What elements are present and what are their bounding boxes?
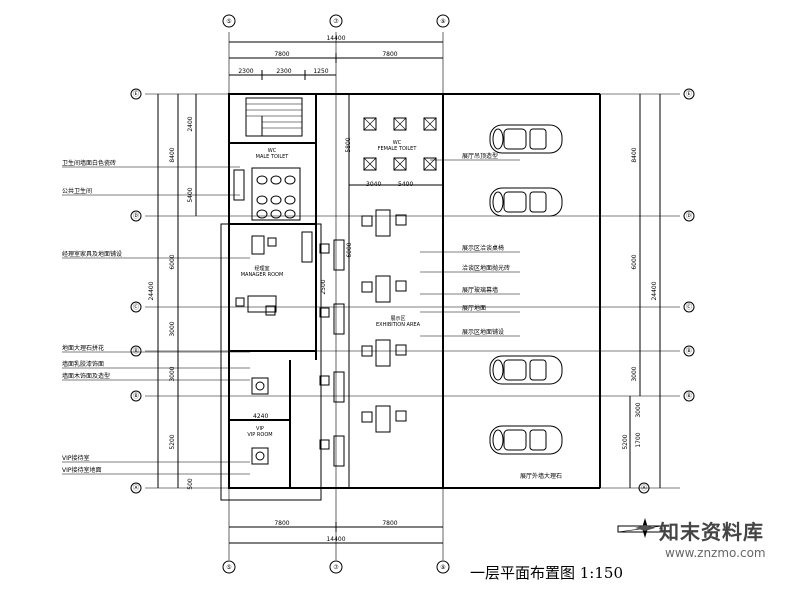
svg-text:VIP接待室地面: VIP接待室地面	[62, 466, 102, 474]
stairs	[245, 97, 303, 137]
svg-text:14400: 14400	[326, 35, 345, 42]
svg-text:2400: 2400	[187, 116, 194, 131]
svg-text:24400: 24400	[148, 281, 155, 300]
svg-text:7800: 7800	[382, 520, 397, 527]
svg-text:5400: 5400	[398, 181, 413, 188]
svg-text:展示区洽谈桌椅: 展示区洽谈桌椅	[462, 244, 504, 252]
svg-text:经理室家具及地面铺设: 经理室家具及地面铺设	[62, 250, 122, 258]
svg-text:14400: 14400	[326, 536, 345, 543]
svg-text:6000: 6000	[346, 242, 353, 257]
svg-text:展厅地面: 展厅地面	[462, 304, 486, 312]
svg-text:Ⓓ: Ⓓ	[133, 212, 139, 220]
watermark-url: www.znzmo.com	[665, 546, 766, 560]
dimensions-inner: 5800 3040 5400 2500 6000 4240	[253, 137, 413, 420]
room-male-wc: WC	[268, 148, 277, 154]
svg-text:Ⓑ: Ⓑ	[133, 347, 139, 355]
furniture	[235, 209, 407, 467]
room-female-wc: WC	[393, 140, 402, 146]
watermark: 知末资料库 www.znzmo.com	[635, 512, 795, 594]
svg-text:7800: 7800	[382, 51, 397, 58]
dimensions-bottom: 7800 7800 14400	[229, 520, 443, 544]
svg-text:3000: 3000	[631, 366, 638, 381]
svg-text:展示区地面铺设: 展示区地面铺设	[462, 328, 504, 336]
room-vip: VIP	[256, 426, 264, 432]
room-manager: 经理室	[254, 265, 269, 272]
svg-text:Ⓑ: Ⓑ	[686, 392, 692, 400]
svg-text:展厅玻璃幕墙: 展厅玻璃幕墙	[462, 286, 498, 294]
notes-left: 卫生间墙面白色瓷砖 公共卫生间 经理室家具及地面铺设 地面大理石拼花 墙面乳胶漆…	[62, 159, 250, 475]
svg-text:3000: 3000	[169, 321, 176, 336]
toilet-fixtures	[233, 167, 301, 221]
svg-text:8400: 8400	[169, 147, 176, 162]
svg-text:墙面乳胶漆饰面: 墙面乳胶漆饰面	[62, 360, 104, 368]
svg-text:1250: 1250	[313, 68, 328, 75]
svg-text:6000: 6000	[169, 254, 176, 269]
svg-text:2300: 2300	[238, 68, 253, 75]
svg-text:Ⓒ: Ⓒ	[686, 303, 692, 311]
svg-text:MALE TOILET: MALE TOILET	[256, 154, 290, 160]
svg-text:500: 500	[187, 478, 194, 490]
svg-text:EXHIBITION AREA: EXHIBITION AREA	[376, 322, 421, 328]
svg-text:Ⓑ: Ⓑ	[133, 392, 139, 400]
svg-text:Ⓔ: Ⓔ	[133, 90, 139, 98]
axis-col-5-top: ⑤	[226, 18, 231, 25]
svg-text:8400: 8400	[631, 147, 638, 162]
svg-text:Ⓓ: Ⓓ	[686, 212, 692, 220]
svg-text:地面大理石拼花: 地面大理石拼花	[62, 344, 104, 352]
svg-text:洽谈区地面抛光砖: 洽谈区地面抛光砖	[462, 264, 510, 272]
cars	[489, 124, 563, 455]
svg-text:展厅吊顶造型: 展厅吊顶造型	[462, 152, 498, 160]
svg-text:Ⓐ: Ⓐ	[641, 484, 647, 492]
svg-text:MANAGER ROOM: MANAGER ROOM	[241, 272, 284, 278]
svg-text:5200: 5200	[622, 434, 629, 449]
axis-col-5-bottom: ⑤	[226, 564, 231, 571]
dimensions-right: 24400 8400 6000 3000 5200 3000 1700	[622, 94, 661, 488]
svg-text:5800: 5800	[345, 137, 352, 152]
svg-text:24400: 24400	[651, 281, 658, 300]
svg-text:3040: 3040	[366, 181, 381, 188]
notes-right: 展厅吊顶造型 展示区洽谈桌椅 洽谈区地面抛光砖 展厅玻璃幕墙 展厅地面 展示区地…	[420, 152, 562, 480]
svg-text:墙面木饰面及造型: 墙面木饰面及造型	[62, 372, 110, 380]
svg-text:VIP ROOM: VIP ROOM	[247, 432, 272, 438]
building-walls	[220, 93, 601, 501]
svg-text:卫生间墙面白色瓷砖: 卫生间墙面白色瓷砖	[62, 159, 116, 167]
svg-text:7800: 7800	[274, 51, 289, 58]
axis-bubbles-top: ⑤ ⑦ ⑨	[222, 14, 450, 28]
room-exhibition: 展示区	[390, 316, 405, 322]
svg-text:3000: 3000	[169, 366, 176, 381]
svg-text:VIP接待室: VIP接待室	[62, 454, 90, 462]
axis-col-7-bottom: ⑦	[333, 564, 339, 571]
watermark-title: 知末资料库	[659, 520, 764, 544]
svg-text:Ⓑ: Ⓑ	[686, 347, 692, 355]
svg-text:7800: 7800	[274, 520, 289, 527]
svg-text:Ⓔ: Ⓔ	[686, 90, 692, 98]
dimensions-left: 24400 8400 6000 3000 3000 5200 2400 5400…	[148, 94, 197, 490]
axis-bubbles-left: Ⓔ Ⓓ Ⓒ Ⓑ Ⓑ Ⓐ	[130, 88, 142, 494]
axis-col-9-bottom: ⑨	[440, 564, 445, 571]
axis-col-9-top: ⑨	[440, 18, 445, 25]
axis-bubbles-bottom: ⑤ ⑦ ⑨	[222, 560, 450, 574]
compass-logo-icon	[635, 518, 655, 538]
axis-col-7-top: ⑦	[333, 18, 339, 25]
svg-text:Ⓐ: Ⓐ	[133, 484, 139, 492]
room-labels: WC MALE TOILET WC FEMALE TOILET 展示区 EXHI…	[241, 140, 421, 438]
svg-text:2300: 2300	[276, 68, 291, 75]
svg-text:6000: 6000	[631, 254, 638, 269]
svg-text:1700: 1700	[635, 432, 642, 447]
svg-text:4240: 4240	[253, 413, 268, 420]
svg-text:展厅外墙大理石: 展厅外墙大理石	[520, 472, 562, 480]
axis-bubbles-right: Ⓔ Ⓓ Ⓒ Ⓑ Ⓑ Ⓐ	[638, 88, 695, 494]
svg-text:公共卫生间: 公共卫生间	[62, 187, 92, 195]
svg-text:2500: 2500	[320, 279, 327, 294]
svg-text:5200: 5200	[169, 434, 176, 449]
dimensions-top: 14400 7800 7800 2300 2300 1250	[229, 35, 443, 80]
svg-text:Ⓒ: Ⓒ	[133, 303, 139, 311]
svg-text:3000: 3000	[635, 402, 642, 417]
svg-text:FEMALE TOILET: FEMALE TOILET	[378, 146, 418, 152]
drawing-caption: 一层平面布置图 1:150	[470, 564, 623, 582]
